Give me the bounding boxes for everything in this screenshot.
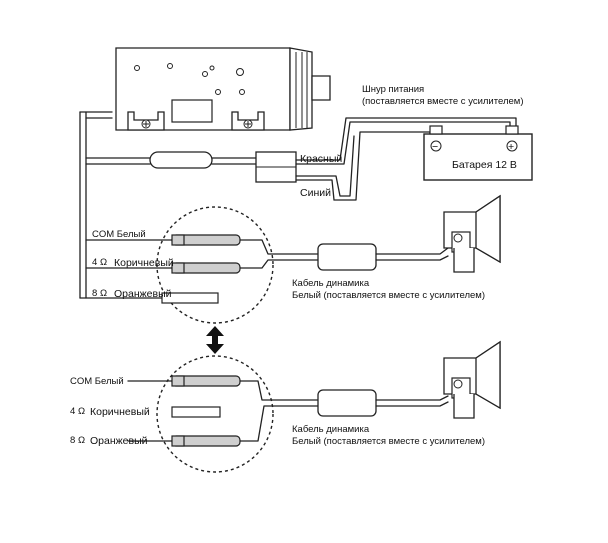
power-cord-note: (поставляется вместе с усилителем) [362, 96, 523, 107]
upper-speaker-cable-note: Белый (поставляется вместе с усилителем) [292, 290, 485, 301]
upper-8ohm-number: 8 [92, 288, 97, 299]
lower-4ohm-symbol: Ω [78, 406, 85, 417]
speaker-wire-bundle [79, 111, 173, 299]
upper-horn-speaker [443, 194, 501, 273]
upper-com-label: COM Белый [92, 229, 146, 240]
lower-8ohm-symbol: Ω [78, 435, 85, 446]
lower-speaker-cable-label: Кабель динамика [292, 424, 370, 435]
lower-4ohm-color: Коричневый [90, 406, 150, 418]
amplifier-unit [115, 47, 331, 131]
upper-4ohm-symbol: Ω [100, 257, 107, 268]
upper-speaker-cable-label: Кабель динамика [292, 278, 370, 289]
lower-horn-speaker [443, 340, 501, 419]
lower-speaker-cable-note: Белый (поставляется вместе с усилителем) [292, 436, 485, 447]
upper-8ohm-symbol: Ω [100, 288, 107, 299]
red-wire-label: Красный [300, 153, 342, 165]
lower-detail-circle [156, 355, 274, 473]
power-cord-label: Шнур питания [362, 84, 424, 95]
upper-4ohm-color: Коричневый [114, 257, 174, 269]
lower-8ohm-color: Оранжевый [90, 435, 148, 447]
blue-wire-label: Синий [300, 187, 331, 199]
upper-detail-circle [156, 206, 274, 324]
lower-com-label: COM Белый [70, 376, 124, 387]
battery-label: Батарея 12 В [452, 159, 517, 171]
battery-minus-sign: − [432, 141, 438, 153]
upper-4ohm-number: 4 [92, 257, 97, 268]
lower-4ohm-number: 4 [70, 406, 75, 417]
lower-connectors [127, 375, 449, 447]
battery-plus-sign: + [508, 141, 514, 153]
battery [423, 125, 533, 181]
fuse-holder [85, 151, 257, 169]
lower-8ohm-number: 8 [70, 435, 75, 446]
double-arrow-icon [206, 326, 224, 354]
upper-8ohm-color: Оранжевый [114, 288, 172, 300]
upper-connectors [161, 234, 449, 304]
